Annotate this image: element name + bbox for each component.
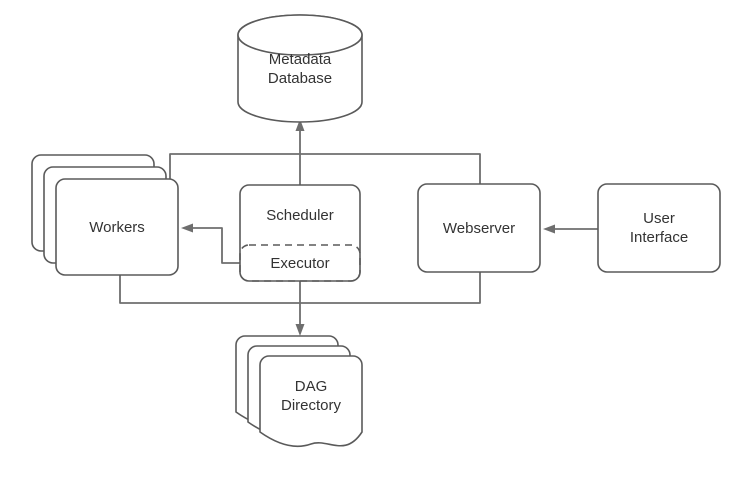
node-metadata-database[interactable] [237,14,363,123]
node-executor[interactable] [239,244,361,282]
node-dag-directory[interactable] [235,335,363,448]
edge-webserver-to-dag-directory [300,272,481,304]
workers-stack-front [55,178,179,276]
dag-stack-front [259,355,363,448]
edge-webserver-to-metadata-database [300,153,481,184]
node-webserver[interactable] [417,183,541,273]
node-user-interface[interactable] [597,183,721,273]
edge-executor-to-workers [181,223,240,264]
node-scheduler[interactable] [239,184,361,282]
edge-scheduler-to-metadata-database [295,119,305,185]
edge-user-interface-to-webserver [543,224,598,234]
edge-scheduler-to-dag-directory [295,281,305,336]
node-workers[interactable] [31,154,179,276]
